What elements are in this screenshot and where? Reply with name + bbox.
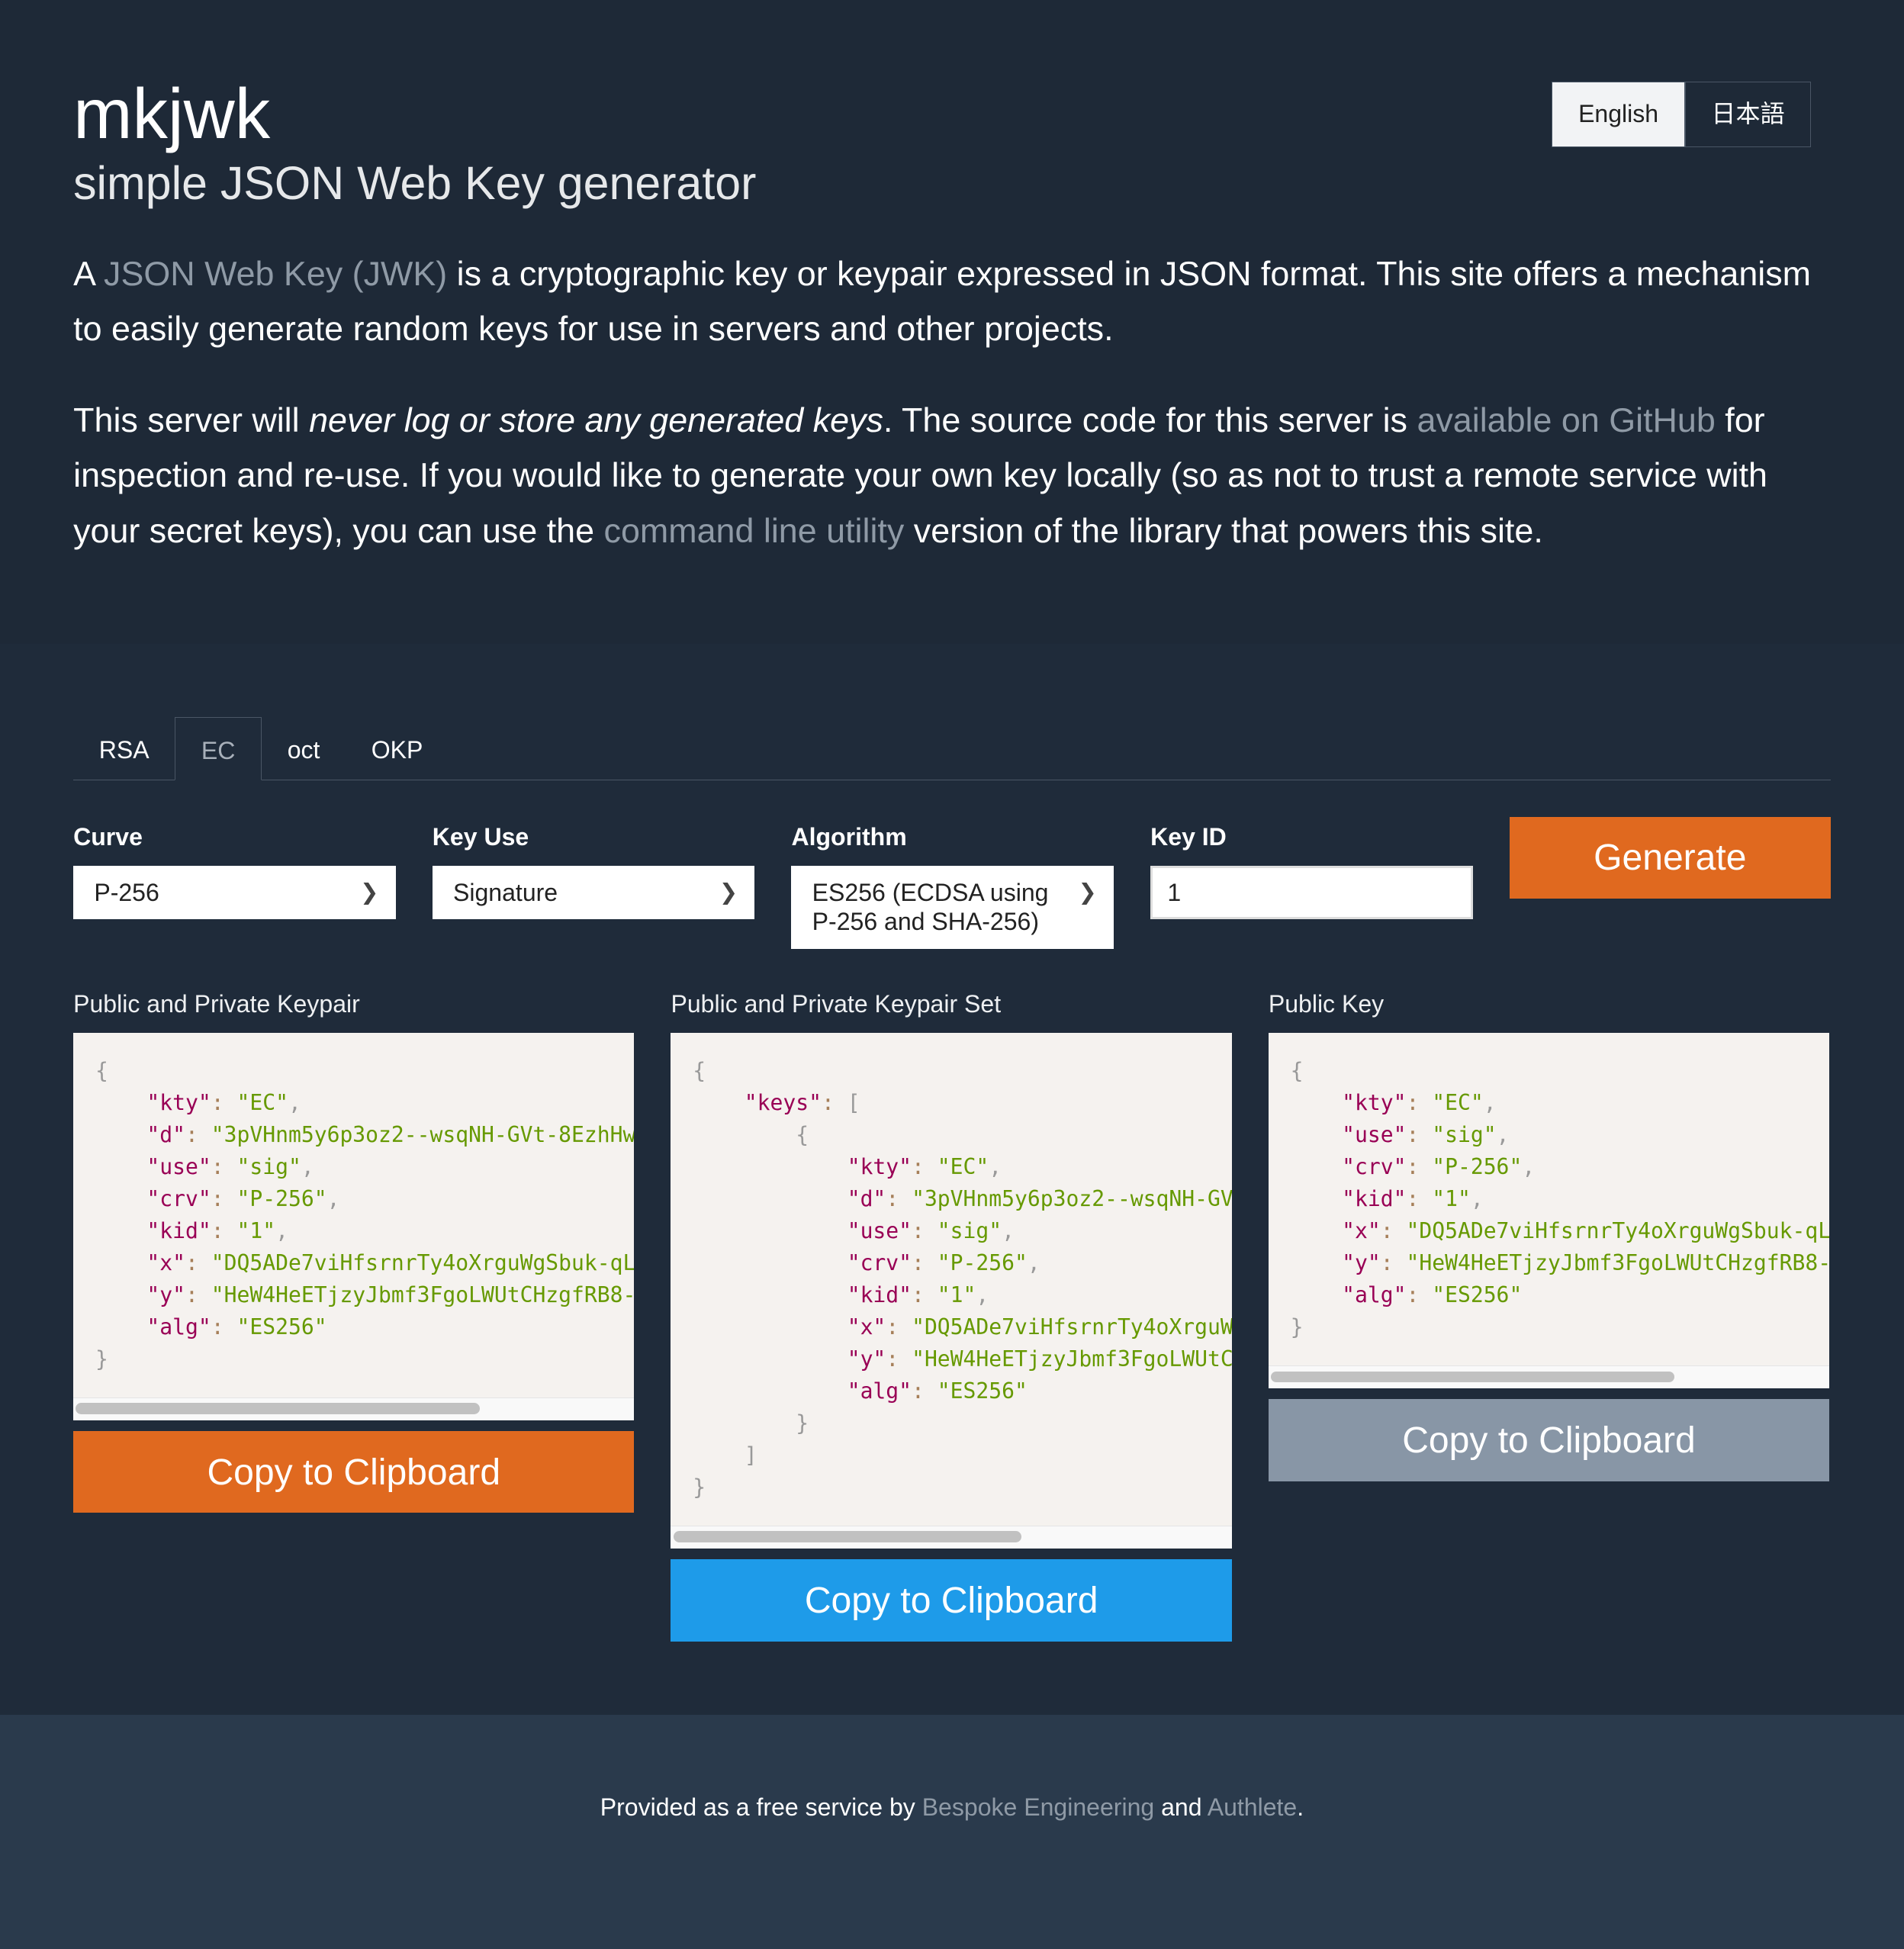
horizontal-scrollbar[interactable] [73,1397,635,1420]
github-link[interactable]: available on GitHub [1417,400,1716,440]
generator: RSA EC oct OKP Curve P-256 ❯ Key Use Sign… [0,643,1904,1715]
tab-ec[interactable]: EC [175,716,262,781]
lang-japanese-button[interactable]: 日本語 [1684,82,1812,147]
panel-title: Public Key [1268,990,1385,1018]
keypair-code[interactable]: { "kty": "EC", "d": "3pVHnm5y6p3oz2--wsq… [73,1033,635,1397]
keypair-panel: Public and Private Keypair { "kty": "EC"… [73,990,635,1641]
outputs: Public and Private Keypair { "kty": "EC"… [73,990,1831,1642]
keypair-set-panel: Public and Private Keypair Set { "keys":… [671,990,1232,1642]
text: . [1297,1793,1304,1822]
lang-english-button[interactable]: English [1552,82,1685,147]
privacy-paragraph: This server will never log or store any … [73,393,1831,558]
key-id-value: 1 [1167,878,1182,906]
intro-paragraph: A JSON Web Key (JWK) is a cryptographic … [73,246,1831,356]
key-use-value: Signature [453,878,558,906]
cli-link[interactable]: command line utility [603,510,905,550]
algorithm-label: Algorithm [791,822,907,851]
panel-title: Public and Private Keypair Set [671,990,1002,1018]
chevron-down-icon: ❯ [719,880,738,905]
curve-select[interactable]: P-256 ❯ [73,865,396,920]
site-title: mkjwk [73,73,271,153]
public-key-code[interactable]: { "kty": "EC", "use": "sig", "crv": "P-2… [1268,1033,1830,1366]
tab-rsa[interactable]: RSA [98,735,150,764]
algorithm-value: ES256 (ECDSA using P-256 and SHA-256) [812,878,1049,936]
public-key-panel: Public Key { "kty": "EC", "use": "sig", … [1268,990,1830,1641]
text: for inspection and re-use. If you would … [73,400,1767,550]
text: This server will [73,400,310,440]
text: A [73,254,105,294]
chevron-down-icon: ❯ [360,880,379,905]
copy-keypair-set-button[interactable]: Copy to Clipboard [671,1559,1232,1642]
copy-public-key-button[interactable]: Copy to Clipboard [1268,1399,1830,1481]
language-switcher: English 日本語 [1552,82,1812,147]
text: is a cryptographic key or keypair expres… [73,254,1812,349]
copy-keypair-button[interactable]: Copy to Clipboard [73,1431,635,1513]
horizontal-scrollbar[interactable] [671,1525,1232,1549]
keypair-set-code[interactable]: { "keys": [ { "kty": "EC", "d": "3pVHnm5… [671,1033,1232,1526]
key-id-label: Key ID [1150,822,1227,851]
text: . The source code for this server is [883,400,1417,440]
text: version of the library that powers this … [904,510,1543,550]
bespoke-link[interactable]: Bespoke Engineering [921,1793,1155,1822]
horizontal-scrollbar[interactable] [1268,1365,1830,1388]
footer: Provided as a free service by Bespoke En… [0,1714,1904,1949]
text: and [1154,1793,1208,1822]
curve-value: P-256 [94,878,159,906]
jwk-link[interactable]: JSON Web Key (JWK) [104,254,448,294]
curve-label: Curve [73,822,143,851]
text: Provided as a free service by [600,1793,922,1822]
key-type-tabs: RSA EC oct OKP [73,716,1831,781]
tab-oct[interactable]: oct [287,735,320,764]
key-use-select[interactable]: Signature ❯ [432,865,755,920]
panel-title: Public and Private Keypair [73,990,360,1018]
generate-button[interactable]: Generate [1509,816,1831,899]
emphasis: never log or store any generated keys [309,400,883,440]
site-subtitle: simple JSON Web Key generator [73,157,757,210]
algorithm-select[interactable]: ES256 (ECDSA using P-256 and SHA-256) ❯ [791,865,1114,949]
options-form: Curve P-256 ❯ Key Use Signature ❯ Algorith… [73,816,1831,949]
tab-okp[interactable]: OKP [371,735,423,764]
authlete-link[interactable]: Authlete [1207,1793,1298,1822]
key-id-input[interactable]: 1 [1150,865,1473,920]
header: mkjwk simple JSON Web Key generator A JS… [0,0,1904,644]
key-use-label: Key Use [432,822,529,851]
chevron-down-icon: ❯ [1078,880,1097,905]
